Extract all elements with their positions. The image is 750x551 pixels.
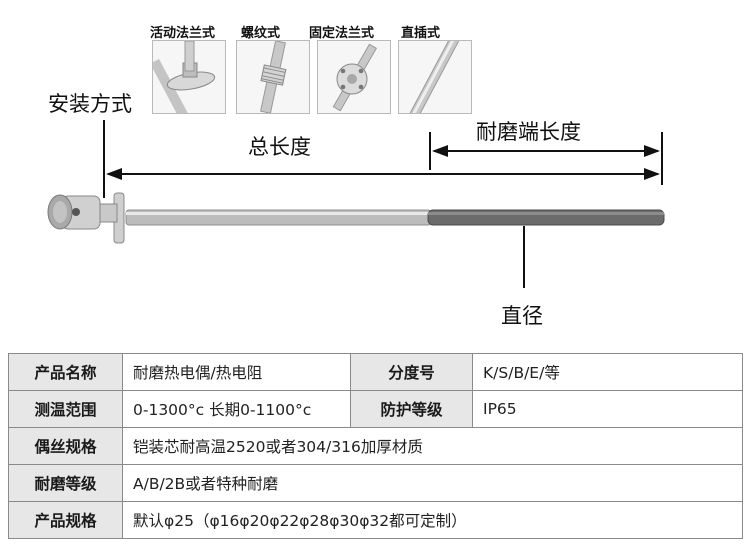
- mount-type-label-fixed-flange: 固定法兰式: [309, 26, 375, 41]
- spec-table: 产品名称 耐磨热电偶/热电阻 分度号 K/S/B/E/等 测温范围 0-1300…: [8, 353, 743, 539]
- mount-type-label-threaded: 螺纹式: [241, 26, 281, 41]
- table-row: 偶丝规格 铠装芯耐高温2520或者304/316加厚材质: [8, 427, 743, 465]
- spec-key-product-name: 产品名称: [8, 353, 123, 391]
- mount-type-label-sliding-flange: 活动法兰式: [150, 26, 216, 41]
- spec-key-temperature-range: 测温范围: [8, 390, 123, 428]
- spec-value-temperature-range: 0-1300°c 长期0-1100°c: [122, 390, 351, 428]
- spec-key-graduation: 分度号: [350, 353, 473, 391]
- spec-value-protection-grade: IP65: [472, 390, 743, 428]
- total-length-arrowhead-right: [644, 168, 660, 180]
- wear-end-arrowhead-left: [432, 145, 448, 157]
- spec-value-graduation: K/S/B/E/等: [472, 353, 743, 391]
- wear-end-length-label: 耐磨端长度: [476, 120, 581, 144]
- diameter-label: 直径: [501, 304, 543, 328]
- spec-value-product-name: 耐磨热电偶/热电阻: [122, 353, 351, 391]
- fixed-flange-mount-icon: [317, 40, 391, 114]
- spec-key-protection-grade: 防护等级: [350, 390, 473, 428]
- spec-value-wire-spec: 铠装芯耐高温2520或者304/316加厚材质: [122, 427, 743, 465]
- spec-key-wear-grade: 耐磨等级: [8, 464, 123, 502]
- table-row: 测温范围 0-1300°c 长期0-1100°c 防护等级 IP65: [8, 390, 743, 428]
- spec-key-wire-spec: 偶丝规格: [8, 427, 123, 465]
- total-length-arrowhead-left: [106, 168, 122, 180]
- install-method-label: 安装方式: [48, 92, 132, 116]
- mount-type-label-direct-insert: 直插式: [401, 26, 441, 41]
- thermocouple-body: [47, 192, 665, 244]
- spec-value-wear-grade: A/B/2B或者特种耐磨: [122, 464, 743, 502]
- spec-key-product-spec: 产品规格: [8, 501, 123, 539]
- table-row: 产品规格 默认φ25（φ16φ20φ22φ28φ30φ32都可定制）: [8, 501, 743, 539]
- total-length-label: 总长度: [248, 135, 311, 159]
- spec-value-product-spec: 默认φ25（φ16φ20φ22φ28φ30φ32都可定制）: [122, 501, 743, 539]
- sliding-flange-mount-icon: [152, 40, 226, 114]
- table-row: 产品名称 耐磨热电偶/热电阻 分度号 K/S/B/E/等: [8, 353, 743, 391]
- wear-end-arrowhead-right: [644, 145, 660, 157]
- direct-insert-mount-icon: [398, 40, 472, 114]
- thermocouple-diagram: [47, 120, 665, 288]
- table-row: 耐磨等级 A/B/2B或者特种耐磨: [8, 464, 743, 502]
- threaded-mount-icon: [236, 40, 310, 114]
